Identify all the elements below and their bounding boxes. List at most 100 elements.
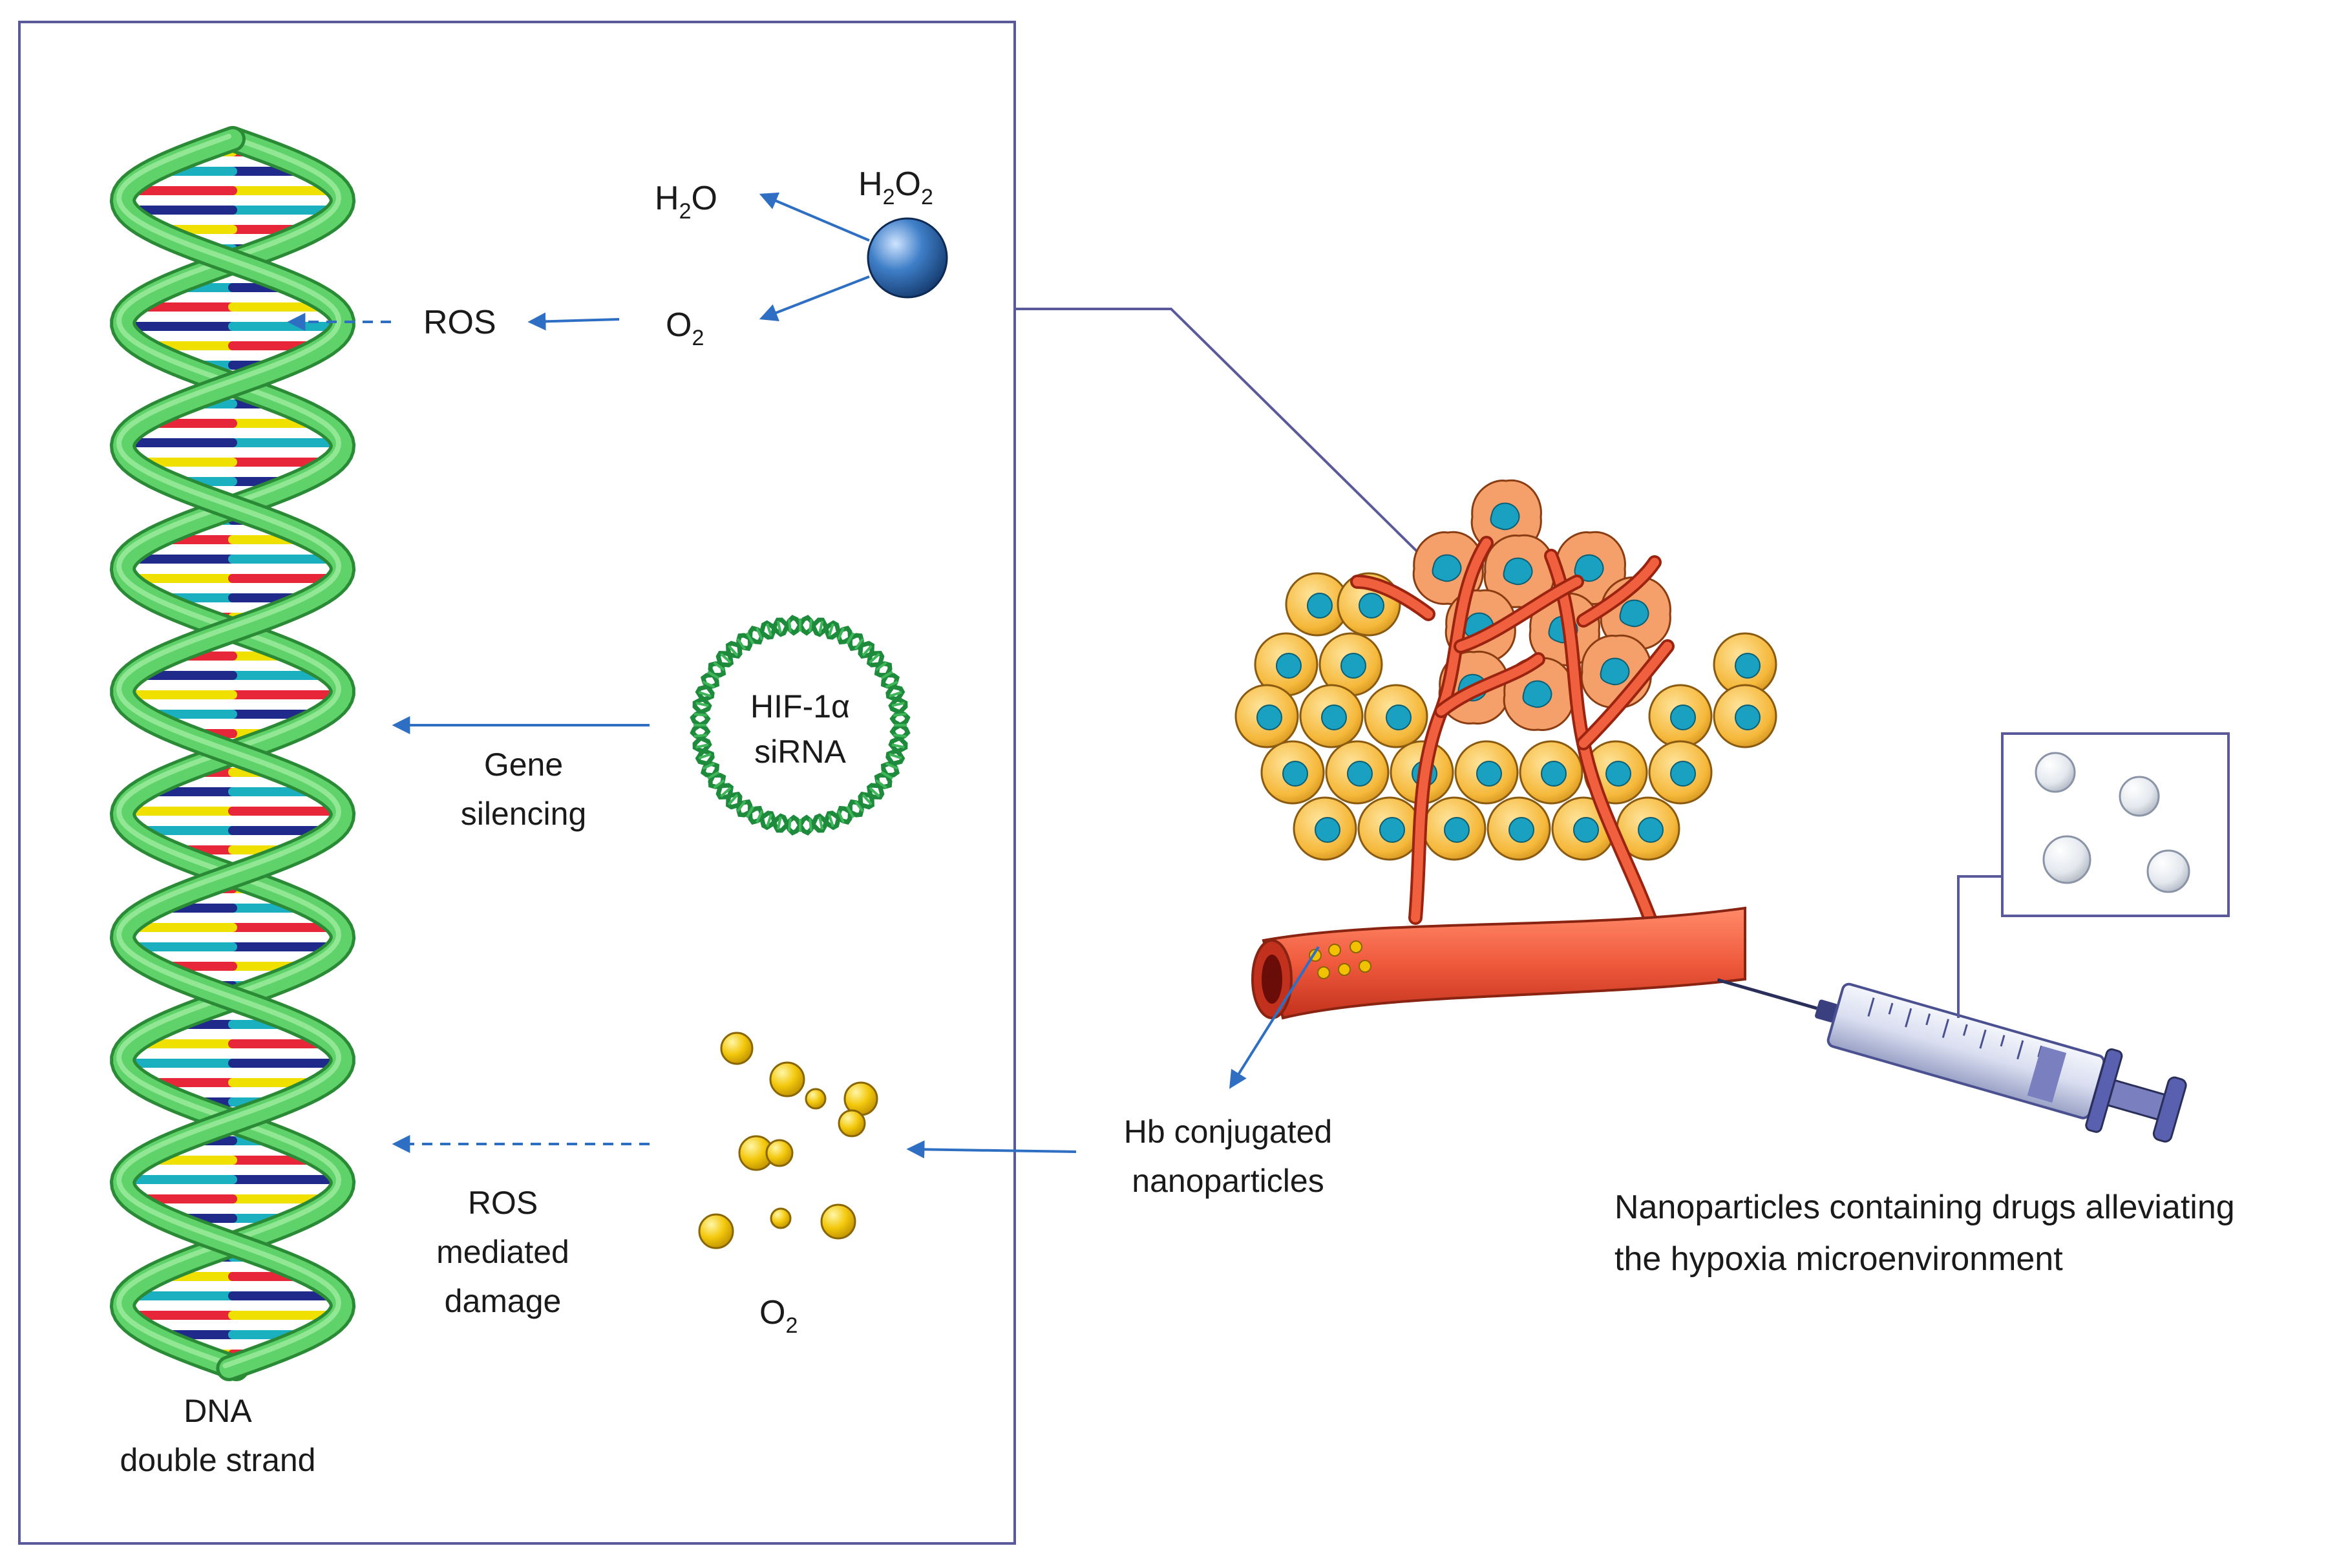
hif-1a-sirna-ring [690, 615, 911, 836]
cell-nucleus [1490, 502, 1520, 531]
sirna-rung [776, 620, 782, 634]
ros-damage-label-line3: damage [445, 1283, 562, 1319]
syringe-hub [1815, 999, 1838, 1022]
sirna-rung [702, 762, 715, 770]
cell-nucleus [1321, 705, 1347, 730]
sirna-rung [818, 816, 824, 830]
sirna-rung [776, 816, 782, 830]
o2-bubble [765, 1139, 794, 1167]
cell-nucleus [1522, 680, 1552, 708]
sirna-rung [837, 627, 845, 641]
o2-bubble [838, 1109, 866, 1138]
sirna-rung [889, 691, 902, 698]
sirna-rung [854, 638, 864, 650]
cell-nucleus [1638, 817, 1664, 843]
syringe-barrel [1826, 982, 2106, 1119]
sirna-rung [698, 752, 712, 759]
sirna-rung [862, 794, 873, 805]
cell-nucleus [1444, 817, 1470, 843]
sirna-rung [787, 818, 792, 832]
np-drug-label-line2: the hypoxia microenvironment [1614, 1240, 2063, 1278]
sirna-rung [854, 800, 864, 812]
sirna-rung [885, 681, 898, 688]
sirna-rung [787, 619, 792, 633]
sirna-rung [707, 770, 720, 780]
hb-nanoparticle-dot [1317, 966, 1330, 979]
ros-label-top: ROS [423, 304, 496, 341]
cell-nucleus [1670, 705, 1696, 730]
cell-nucleus [1432, 554, 1462, 582]
cell-nucleus [1670, 761, 1696, 787]
sirna-rung [695, 743, 709, 749]
nanoparticle-pearl [2042, 835, 2091, 884]
sirna-rung [702, 681, 715, 688]
sirna-rung [893, 712, 907, 717]
sirna-rung [693, 712, 708, 717]
nanoparticle-pearls [2035, 752, 2190, 893]
vessel-lumen [1262, 955, 1282, 1004]
syringe-tick [1888, 1002, 1894, 1015]
sirna-rung [885, 762, 898, 770]
sirna-rung [845, 632, 855, 645]
sirna-rung [880, 670, 893, 680]
syringe-tick [1925, 1013, 1931, 1026]
hb-nanoparticle-dot [1328, 944, 1341, 957]
cell-nucleus [1347, 761, 1373, 787]
capillary [1579, 558, 1659, 625]
sirna-rung [809, 619, 813, 633]
arrow-sphere-to-h2o [759, 192, 870, 242]
sirna-rung [875, 661, 887, 672]
syringe-plunger-seal [2027, 1046, 2067, 1103]
nanoparticle-pearl [2035, 752, 2076, 793]
capillary [1579, 642, 1672, 748]
cell-nucleus [1573, 817, 1599, 843]
capillary [1353, 577, 1433, 619]
catalase-nanoparticle-sphere [867, 217, 948, 299]
cell-nucleus [1619, 599, 1649, 628]
arrow-o2-to-ros [527, 312, 620, 331]
sirna-rung [869, 787, 880, 798]
o2-bubble [698, 1213, 734, 1249]
syringe-tick [1979, 1029, 1987, 1049]
cell-nucleus [1600, 657, 1630, 686]
cell-nucleus [1379, 817, 1405, 843]
cell-nucleus [1340, 653, 1366, 679]
hb-nanoparticle-dot [1359, 960, 1371, 973]
h2o2-label: H2O2 [858, 165, 933, 209]
sirna-rung [889, 752, 902, 759]
sirna-rung [880, 770, 893, 780]
blood-vessel [1262, 906, 1746, 1020]
cell-nucleus [1307, 593, 1333, 619]
sirna-rung [809, 818, 813, 832]
syringe-tick [1962, 1024, 1968, 1036]
cell-nucleus [1315, 817, 1340, 843]
sirna-rung [766, 623, 773, 637]
gene-silencing-label-line1: Gene [484, 747, 563, 783]
cell-nucleus [1476, 761, 1502, 787]
cell-nucleus [1359, 593, 1384, 619]
sirna-rung [728, 794, 739, 805]
syringe [1717, 978, 2187, 1143]
sirna-rung [862, 645, 873, 657]
sirna-rung [745, 805, 755, 818]
sirna-rung [713, 661, 725, 672]
ros-damage-label-line2: mediated [436, 1234, 569, 1270]
sirna-rung [845, 805, 855, 818]
sirna-rung [707, 670, 720, 680]
sirna-rung [736, 638, 746, 650]
cell-nucleus [1605, 761, 1631, 787]
inset-connector-line [1957, 875, 2002, 1018]
syringe-tick [1942, 1019, 1949, 1038]
np-drug-label-line1: Nanoparticles containing drugs alleviati… [1614, 1189, 2235, 1226]
arrow-sphere-to-o2 [759, 275, 870, 321]
sirna-rung [818, 620, 824, 634]
sirna-rung [713, 779, 725, 789]
sirna-rung [837, 810, 845, 823]
cell-nucleus [1386, 705, 1412, 730]
dna-label-line1: DNA [184, 1393, 252, 1429]
cell-nucleus [1735, 653, 1761, 679]
syringe-tick [1905, 1008, 1912, 1028]
o2-bubble [720, 1032, 754, 1065]
